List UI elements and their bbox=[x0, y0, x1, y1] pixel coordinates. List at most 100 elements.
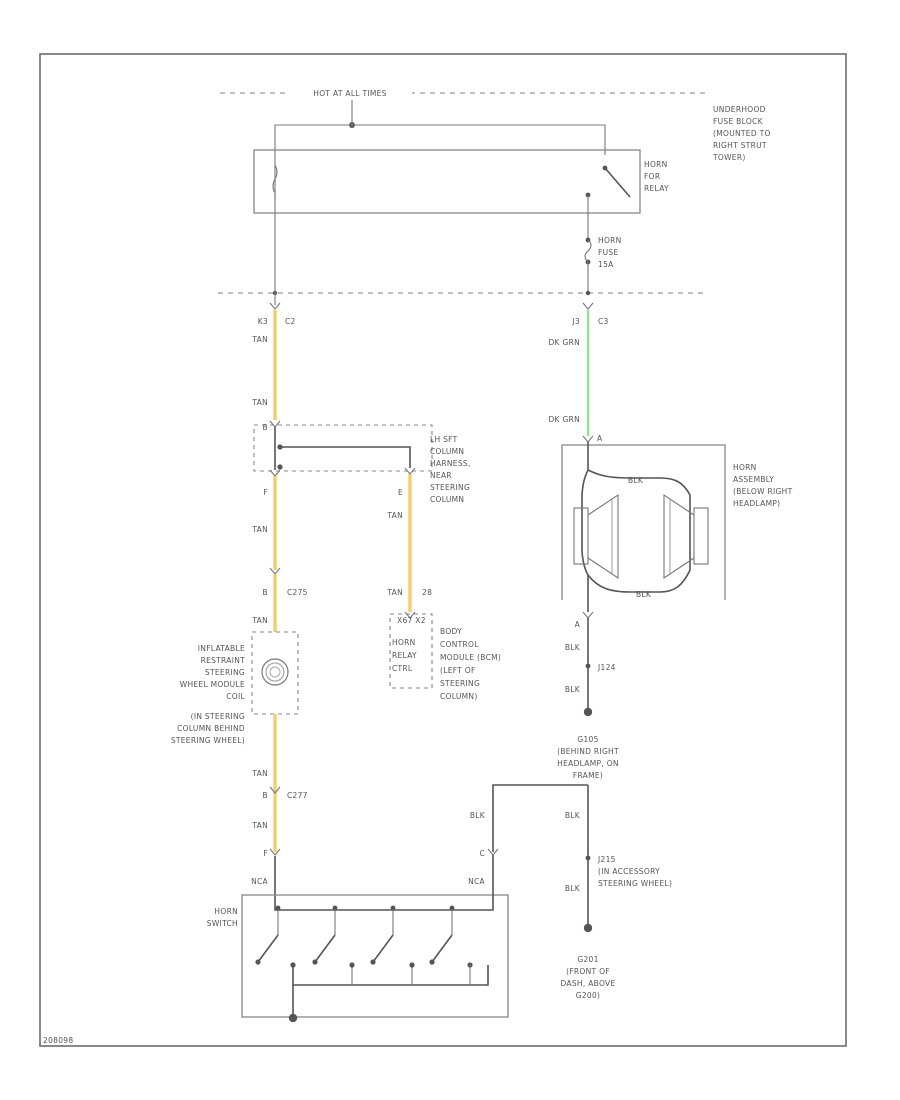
svg-text:BLK: BLK bbox=[470, 811, 486, 820]
svg-text:(BELOW RIGHT: (BELOW RIGHT bbox=[733, 487, 793, 496]
svg-text:COLUMN): COLUMN) bbox=[440, 692, 478, 701]
svg-text:E: E bbox=[398, 488, 403, 497]
svg-text:(FRONT OF: (FRONT OF bbox=[566, 967, 610, 976]
svg-text:(IN ACCESSORY: (IN ACCESSORY bbox=[598, 867, 660, 876]
horn-internal-wiring bbox=[581, 469, 691, 593]
svg-text:FOR: FOR bbox=[644, 172, 660, 181]
svg-text:NCA: NCA bbox=[468, 877, 485, 886]
left-connector-k3 bbox=[269, 302, 281, 310]
svg-text:COLUMN: COLUMN bbox=[430, 495, 464, 504]
svg-text:BLK: BLK bbox=[565, 884, 581, 893]
svg-text:HEADLAMP, ON: HEADLAMP, ON bbox=[557, 759, 619, 768]
blk-wire-to-switch bbox=[492, 784, 588, 852]
svg-text:A: A bbox=[575, 620, 581, 629]
horn-assembly-box bbox=[561, 444, 726, 600]
horn-switch-box bbox=[241, 894, 509, 1018]
svg-text:DK GRN: DK GRN bbox=[548, 338, 580, 347]
svg-text:LH SFT: LH SFT bbox=[430, 435, 458, 444]
svg-text:TAN: TAN bbox=[251, 335, 268, 344]
svg-text:J215: J215 bbox=[597, 855, 616, 864]
svg-text:G200): G200) bbox=[576, 991, 601, 1000]
svg-text:(IN STEERING: (IN STEERING bbox=[191, 712, 245, 721]
svg-text:BLK: BLK bbox=[565, 643, 581, 652]
diagram-frame bbox=[39, 53, 847, 1047]
horn-speaker-left bbox=[573, 493, 619, 580]
svg-text:G105: G105 bbox=[577, 735, 598, 744]
svg-text:COIL: COIL bbox=[226, 692, 245, 701]
horn-speaker-right bbox=[663, 493, 709, 580]
svg-text:NCA: NCA bbox=[251, 877, 268, 886]
svg-text:SWITCH: SWITCH bbox=[207, 919, 238, 928]
diagram-id: 208098 bbox=[43, 1036, 73, 1045]
svg-text:TAN: TAN bbox=[251, 398, 268, 407]
splice-j124-dot bbox=[585, 663, 591, 669]
fuse-block-label: UNDERHOOD FUSE BLOCK (MOUNTED TO RIGHT S… bbox=[712, 105, 771, 162]
svg-text:HARNESS,: HARNESS, bbox=[430, 459, 471, 468]
svg-text:FUSE: FUSE bbox=[598, 248, 619, 257]
svg-text:COLUMN BEHIND: COLUMN BEHIND bbox=[177, 724, 245, 733]
splice-dashed-box bbox=[253, 424, 433, 472]
svg-text:MODULE (BCM): MODULE (BCM) bbox=[440, 653, 501, 662]
svg-text:HORN: HORN bbox=[598, 236, 622, 245]
svg-text:15A: 15A bbox=[598, 260, 614, 269]
svg-text:C3: C3 bbox=[598, 317, 609, 326]
svg-text:FRAME): FRAME) bbox=[573, 771, 603, 780]
svg-text:A: A bbox=[597, 434, 603, 443]
horn-assembly-label: HORN ASSEMBLY (BELOW RIGHT HEADLAMP) bbox=[733, 463, 793, 508]
svg-text:RESTRAINT: RESTRAINT bbox=[201, 656, 246, 665]
svg-text:TOWER): TOWER) bbox=[712, 153, 746, 162]
svg-text:TAN: TAN bbox=[251, 616, 268, 625]
right-connector-j3 bbox=[582, 302, 594, 310]
svg-text:STEERING: STEERING bbox=[440, 679, 480, 688]
svg-text:HORN: HORN bbox=[733, 463, 757, 472]
svg-text:B: B bbox=[263, 791, 268, 800]
svg-text:(MOUNTED TO: (MOUNTED TO bbox=[713, 129, 771, 138]
bcm-dashed-box bbox=[389, 613, 433, 689]
splice-j215-label: J215 (IN ACCESSORY STEERING WHEEL) bbox=[597, 855, 672, 888]
svg-text:C: C bbox=[479, 849, 485, 858]
svg-text:NEAR: NEAR bbox=[430, 471, 452, 480]
svg-text:HORN: HORN bbox=[644, 160, 668, 169]
svg-text:G201: G201 bbox=[577, 955, 598, 964]
svg-text:STEERING WHEEL): STEERING WHEEL) bbox=[171, 736, 245, 745]
svg-text:TAN: TAN bbox=[386, 588, 403, 597]
clockspring-coil bbox=[261, 658, 289, 686]
horn-fuse-symbol bbox=[584, 239, 592, 263]
svg-text:B: B bbox=[263, 588, 268, 597]
inflatable-coil-box bbox=[251, 631, 299, 715]
svg-text:CTRL: CTRL bbox=[392, 664, 413, 673]
svg-text:J3: J3 bbox=[571, 317, 580, 326]
svg-text:BLK: BLK bbox=[628, 476, 644, 485]
relay-switch-contact bbox=[604, 167, 631, 198]
svg-text:(LEFT OF: (LEFT OF bbox=[440, 666, 476, 675]
horn-switch-label: HORN SWITCH bbox=[207, 907, 238, 928]
svg-text:B: B bbox=[263, 423, 268, 432]
svg-text:RIGHT STRUT: RIGHT STRUT bbox=[713, 141, 767, 150]
ground-g105-label: G105 (BEHIND RIGHT HEADLAMP, ON FRAME) bbox=[557, 735, 619, 780]
svg-text:STEERING WHEEL): STEERING WHEEL) bbox=[598, 879, 672, 888]
svg-text:C277: C277 bbox=[287, 791, 308, 800]
svg-text:FUSE BLOCK: FUSE BLOCK bbox=[713, 117, 764, 126]
svg-text:HORN: HORN bbox=[392, 638, 416, 647]
splice-j215-dot bbox=[585, 855, 591, 861]
svg-text:STEERING: STEERING bbox=[205, 668, 245, 677]
svg-text:F: F bbox=[263, 849, 268, 858]
svg-text:COLUMN: COLUMN bbox=[430, 447, 464, 456]
svg-text:STEERING: STEERING bbox=[430, 483, 470, 492]
svg-text:28: 28 bbox=[422, 588, 432, 597]
svg-text:ASSEMBLY: ASSEMBLY bbox=[733, 475, 774, 484]
ground-g201-symbol bbox=[583, 923, 593, 933]
svg-text:BLK: BLK bbox=[565, 811, 581, 820]
svg-text:K3: K3 bbox=[258, 317, 268, 326]
relay-coil bbox=[272, 164, 278, 194]
svg-text:BLK: BLK bbox=[636, 590, 652, 599]
svg-text:RELAY: RELAY bbox=[392, 651, 417, 660]
svg-text:BLK: BLK bbox=[565, 685, 581, 694]
svg-text:TAN: TAN bbox=[251, 769, 268, 778]
svg-text:HORN: HORN bbox=[214, 907, 238, 916]
svg-text:DASH, ABOVE: DASH, ABOVE bbox=[560, 979, 615, 988]
ground-g105-symbol bbox=[583, 707, 593, 717]
svg-text:INFLATABLE: INFLATABLE bbox=[198, 644, 245, 653]
ground-g201-label: G201 (FRONT OF DASH, ABOVE G200) bbox=[560, 955, 615, 1000]
svg-text:TAN: TAN bbox=[251, 821, 268, 830]
